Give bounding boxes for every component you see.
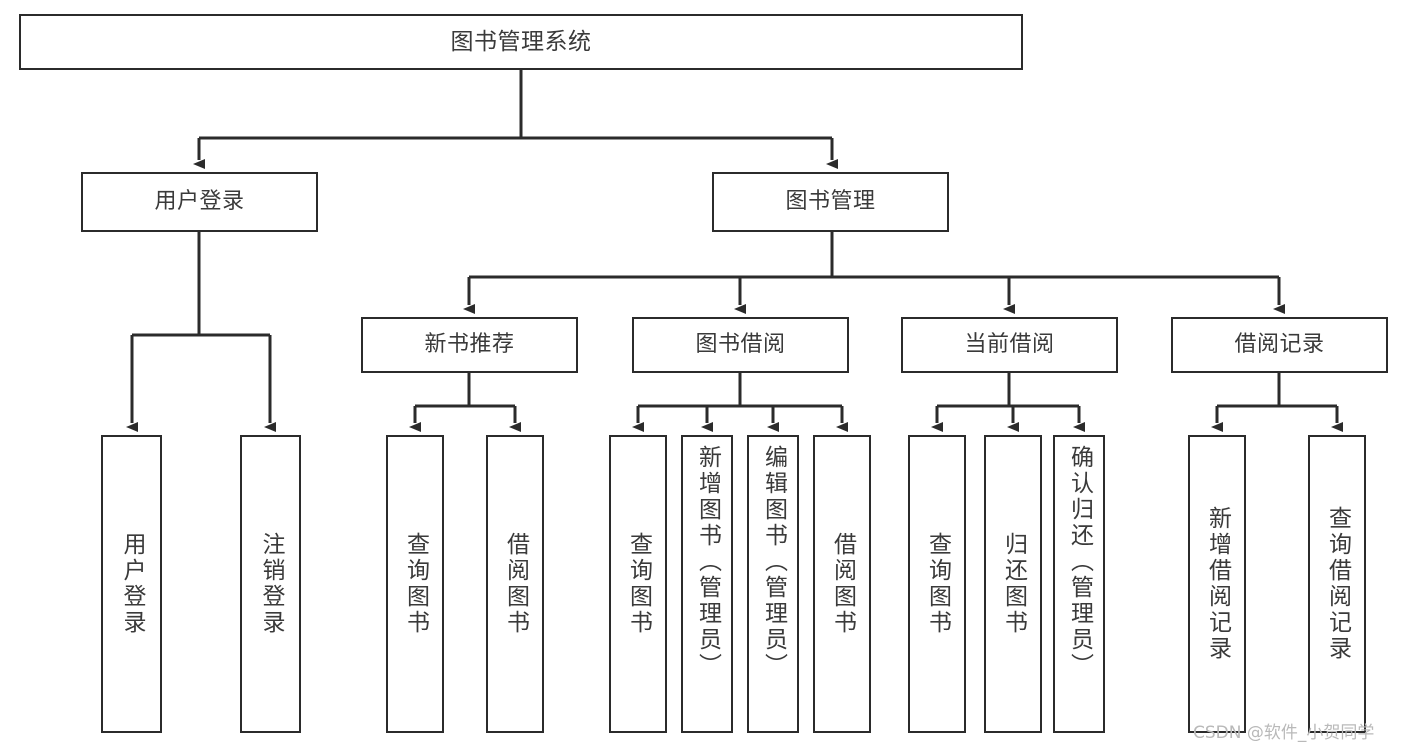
node-root-label: 图书管理系统 <box>450 28 592 55</box>
node-book-borrow-label: 图书借阅 <box>695 332 786 358</box>
leaf-node-label: 查询图书 <box>625 532 652 636</box>
node-book-management[interactable]: 图书管理 <box>712 172 949 232</box>
node-borrow-records-label: 借阅记录 <box>1234 332 1325 358</box>
leaf-node-label: 归还图书 <box>1000 532 1027 636</box>
leaf-node-label: 借阅图书 <box>829 532 856 636</box>
leaf-node-label: 借阅图书 <box>502 532 529 636</box>
leaf-node[interactable]: 归还图书 <box>984 435 1042 733</box>
node-current-borrow-label: 当前借阅 <box>964 332 1055 358</box>
node-book-management-label: 图书管理 <box>785 189 876 215</box>
leaf-node[interactable]: 借阅图书 <box>813 435 871 733</box>
leaf-node[interactable]: 确认归还（管理员） <box>1053 435 1105 733</box>
leaf-node-label: 编辑图书（管理员） <box>760 445 787 679</box>
leaf-node-label: 新增借阅记录 <box>1204 506 1231 662</box>
node-user-login-label: 用户登录 <box>154 189 245 215</box>
leaf-node-label: 查询借阅记录 <box>1324 506 1351 662</box>
leaf-node[interactable]: 编辑图书（管理员） <box>747 435 799 733</box>
node-current-borrow[interactable]: 当前借阅 <box>901 317 1118 373</box>
leaf-node[interactable]: 查询图书 <box>908 435 966 733</box>
node-user-login[interactable]: 用户登录 <box>81 172 318 232</box>
leaf-node[interactable]: 新增图书（管理员） <box>681 435 733 733</box>
node-root[interactable]: 图书管理系统 <box>19 14 1023 70</box>
leaf-node[interactable]: 新增借阅记录 <box>1188 435 1246 733</box>
leaf-node[interactable]: 用户登录 <box>101 435 162 733</box>
leaf-node-label: 确认归还（管理员） <box>1066 445 1093 679</box>
leaf-node-label: 查询图书 <box>402 532 429 636</box>
leaf-node[interactable]: 借阅图书 <box>486 435 544 733</box>
leaf-node[interactable]: 查询图书 <box>609 435 667 733</box>
leaf-node[interactable]: 查询图书 <box>386 435 444 733</box>
leaf-node-label: 注销登录 <box>258 532 284 636</box>
leaf-node-label: 用户登录 <box>119 532 145 636</box>
leaf-node[interactable]: 注销登录 <box>240 435 301 733</box>
watermark: CSDN @软件_小贺同学 <box>1193 723 1375 743</box>
leaf-node-label: 新增图书（管理员） <box>694 445 721 679</box>
leaf-node-label: 查询图书 <box>924 532 951 636</box>
node-book-borrow[interactable]: 图书借阅 <box>632 317 849 373</box>
node-new-book-recommend[interactable]: 新书推荐 <box>361 317 578 373</box>
leaf-node[interactable]: 查询借阅记录 <box>1308 435 1366 733</box>
node-borrow-records[interactable]: 借阅记录 <box>1171 317 1388 373</box>
node-new-book-recommend-label: 新书推荐 <box>424 332 515 358</box>
